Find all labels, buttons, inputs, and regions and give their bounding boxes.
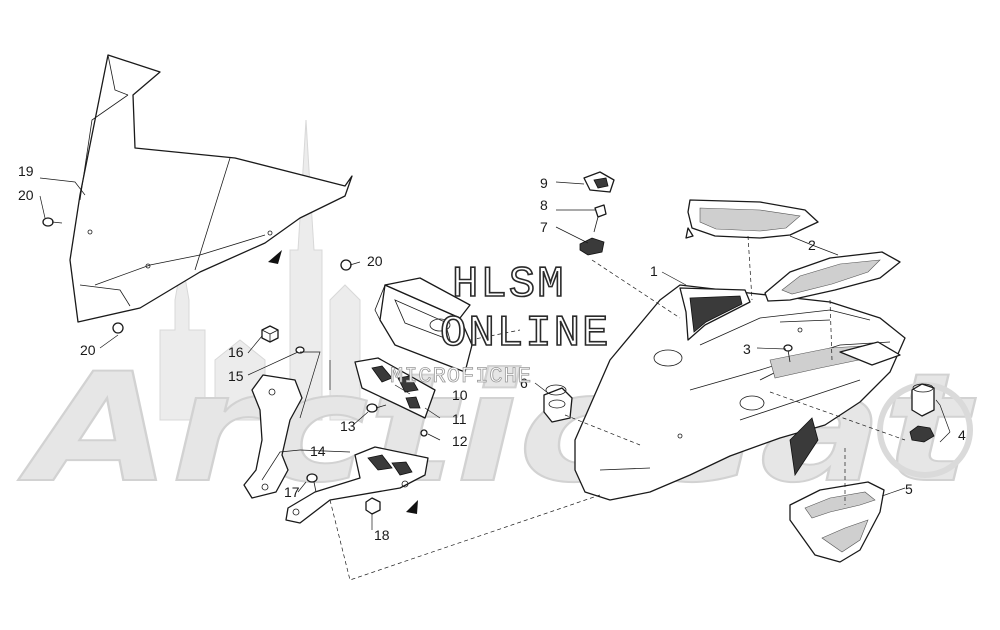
mount-bracket-lower: [285, 446, 429, 524]
callout-9: 9: [540, 175, 548, 191]
callout-8: 8: [540, 197, 548, 213]
hood-main: [574, 284, 906, 501]
callout-20-bottom: 20: [80, 342, 96, 358]
callout-4: 4: [958, 427, 966, 443]
arrow-indicator-icon: [406, 500, 418, 514]
callout-13: 13: [340, 418, 356, 434]
screw-3: [783, 344, 793, 363]
callout-7: 7: [540, 219, 548, 235]
key-8: [593, 204, 607, 233]
callout-18: 18: [374, 527, 390, 543]
arrow-indicator-icon: [268, 250, 282, 264]
leader-lines: [39, 177, 951, 581]
callout-11: 11: [452, 411, 467, 427]
callout-3: 3: [743, 341, 751, 357]
ignition-switch: [543, 384, 573, 423]
callout-20-right: 20: [367, 253, 383, 269]
callout-15: 15: [228, 368, 244, 384]
skyline-silhouette: [159, 119, 361, 421]
callout-17: 17: [284, 484, 300, 500]
screw-12: [420, 429, 428, 437]
callout-14: 14: [310, 443, 326, 459]
callout-5: 5: [905, 481, 913, 497]
watermark-online: ONLINE: [440, 309, 610, 359]
windshield-part: [69, 54, 353, 323]
watermark-overlay: HLSM ONLINE MICROFICHE: [390, 259, 610, 389]
nut-18: [365, 497, 381, 515]
screw-20-right: [340, 259, 352, 271]
callout-10: 10: [452, 387, 468, 403]
nut-16: [261, 325, 279, 343]
callout-16: 16: [228, 344, 244, 360]
windshield-screws: [42, 217, 352, 334]
washer-15: [295, 346, 305, 354]
window-trim-lower: [764, 251, 901, 302]
watermark-microfiche: MICROFICHE: [390, 364, 532, 389]
screw-17: [306, 473, 318, 493]
window-trim-upper: [685, 199, 819, 239]
watermark-background: ArcticCat: [17, 119, 977, 517]
mount-bracket-left: [243, 374, 303, 499]
callout-6: 6: [520, 375, 528, 391]
gauge-bracket: [354, 357, 436, 419]
vent-panel: [789, 481, 885, 563]
watermark-hlsm: HLSM: [452, 260, 566, 310]
key-cap-9: [583, 171, 615, 193]
screw-20-bottom: [112, 322, 124, 334]
callout-2: 2: [808, 237, 816, 253]
callout-20-left: 20: [18, 187, 34, 203]
callout-1: 1: [650, 263, 658, 279]
screw-20-left: [42, 217, 63, 227]
watermark-brand-text: ArcticCat: [18, 342, 977, 516]
callout-19: 19: [18, 163, 34, 179]
fuel-cap: [909, 383, 935, 443]
callout-labels: 1 2 3 4 5 6 7 8 9 10 11 12 13 14 15 16 1…: [18, 163, 966, 543]
screw-13: [366, 403, 387, 413]
callout-12: 12: [452, 433, 468, 449]
gauge-assembly: [374, 277, 473, 373]
